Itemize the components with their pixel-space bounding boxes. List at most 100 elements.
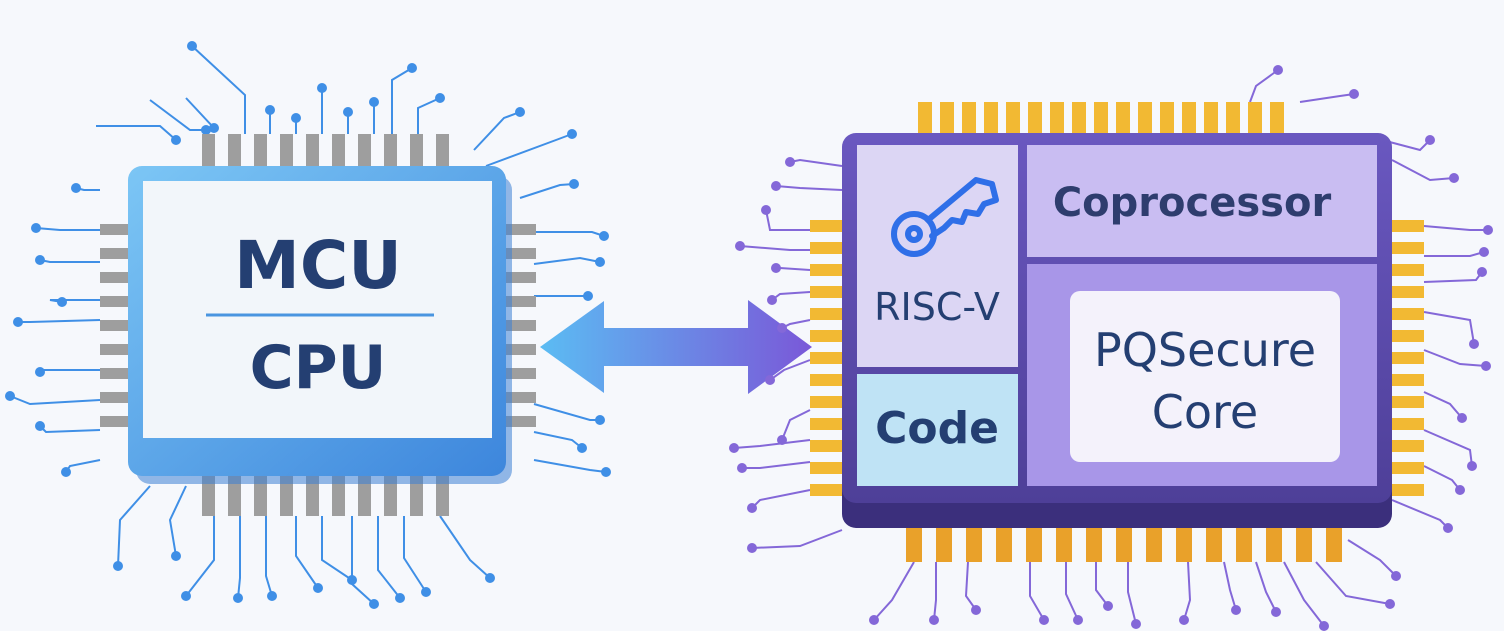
mcu-pin	[202, 134, 215, 168]
secure-pins	[810, 102, 1424, 562]
mcu-pin	[506, 368, 536, 379]
secure-pin	[810, 374, 842, 386]
mcu-trace-node	[5, 391, 15, 401]
secure-pin	[1392, 484, 1424, 496]
mcu-chip: MCU CPU	[128, 166, 512, 484]
secure-pin	[1226, 102, 1240, 135]
secure-trace-node	[1455, 485, 1465, 495]
mcu-pin	[280, 476, 293, 516]
mcu-pin	[306, 476, 319, 516]
mcu-pin	[506, 416, 536, 427]
mcu-trace-node	[601, 467, 611, 477]
mcu-trace	[417, 97, 441, 134]
mcu-trace-node	[569, 179, 579, 189]
mcu-pin	[202, 476, 215, 516]
mcu-trace	[265, 516, 273, 597]
mcu-pin	[100, 416, 130, 427]
mcu-trace	[117, 485, 151, 567]
mcu-pin	[254, 476, 267, 516]
mcu-trace-node	[343, 107, 353, 117]
mcu-trace	[377, 516, 401, 599]
secure-pin	[918, 102, 932, 135]
secure-pin	[1116, 102, 1130, 135]
secure-trace-node	[1469, 339, 1479, 349]
secure-pin	[984, 102, 998, 135]
code-block	[857, 374, 1018, 486]
secure-trace-node	[785, 157, 795, 167]
secure-pin	[1182, 102, 1196, 135]
secure-pin	[1050, 102, 1064, 135]
secure-pin	[1392, 462, 1424, 474]
secure-trace	[1424, 251, 1485, 257]
secure-trace-node	[747, 503, 757, 513]
mcu-trace-node	[13, 317, 23, 327]
secure-trace-node	[1349, 89, 1359, 99]
mcu-trace-node	[35, 255, 45, 265]
secure-trace	[1299, 93, 1355, 103]
secure-pin	[1094, 102, 1108, 135]
secure-trace	[742, 461, 811, 469]
secure-trace	[781, 409, 811, 441]
mcu-trace-node	[291, 113, 301, 123]
secure-trace	[789, 158, 843, 167]
secure-pin	[1392, 352, 1424, 364]
secure-trace	[964, 561, 977, 611]
secure-trace	[733, 439, 811, 449]
secure-trace	[1283, 561, 1325, 627]
mcu-trace-node	[395, 593, 405, 603]
secure-pin	[1270, 102, 1284, 135]
mcu-trace-node	[171, 135, 181, 145]
secure-trace-node	[1479, 247, 1489, 257]
secure-pin	[1326, 518, 1342, 562]
mcu-trace-node	[267, 591, 277, 601]
secure-pin	[810, 330, 842, 342]
mcu-trace-node	[31, 223, 41, 233]
mcu-pin	[358, 476, 371, 516]
secure-trace-node	[771, 181, 781, 191]
secure-trace-node	[1179, 615, 1189, 625]
mcu-pin	[506, 248, 536, 259]
secure-trace-node	[767, 295, 777, 305]
mcu-trace-node	[265, 105, 275, 115]
mcu-trace-node	[515, 107, 525, 117]
mcu-pin	[384, 134, 397, 168]
mcu-trace	[185, 97, 215, 129]
secure-trace-node	[1443, 523, 1453, 533]
mcu-trace	[519, 183, 575, 199]
pqsecure-label: PQSecure	[1094, 323, 1316, 377]
secure-pin	[1392, 374, 1424, 386]
secure-pin	[906, 518, 922, 562]
secure-pin	[1116, 518, 1132, 562]
mcu-pin	[436, 134, 449, 168]
risc-v-label: RISC-V	[874, 285, 1000, 329]
mcu-trace	[533, 459, 607, 473]
secure-trace-node	[737, 463, 747, 473]
mcu-pin	[254, 134, 267, 168]
secure-pin	[1296, 518, 1312, 562]
key-icon	[891, 177, 999, 257]
secure-trace	[1423, 349, 1487, 367]
mcu-trace-node	[71, 183, 81, 193]
secure-trace-node	[1481, 361, 1491, 371]
mcu-trace-node	[369, 599, 379, 609]
secure-trace-node	[1477, 267, 1487, 277]
secure-trace	[771, 291, 811, 301]
secure-trace	[739, 245, 810, 251]
bidirectional-arrow	[540, 300, 812, 394]
secure-pin	[1248, 102, 1262, 135]
mcu-chip-face	[143, 181, 492, 438]
mcu-trace	[403, 516, 427, 593]
mcu-pin	[100, 248, 130, 259]
mcu-trace	[39, 425, 101, 434]
coprocessor-block	[1027, 145, 1377, 257]
mcu-circuit-traces	[5, 41, 611, 609]
mcu-pin	[100, 272, 130, 283]
mcu-trace	[35, 227, 100, 231]
secure-pin	[810, 352, 842, 364]
secure-pin	[810, 396, 842, 408]
mcu-pin	[332, 476, 345, 516]
mcu-trace	[39, 259, 100, 263]
secure-trace-node	[1131, 619, 1141, 629]
secure-pin	[1392, 396, 1424, 408]
secure-trace	[1029, 562, 1045, 621]
